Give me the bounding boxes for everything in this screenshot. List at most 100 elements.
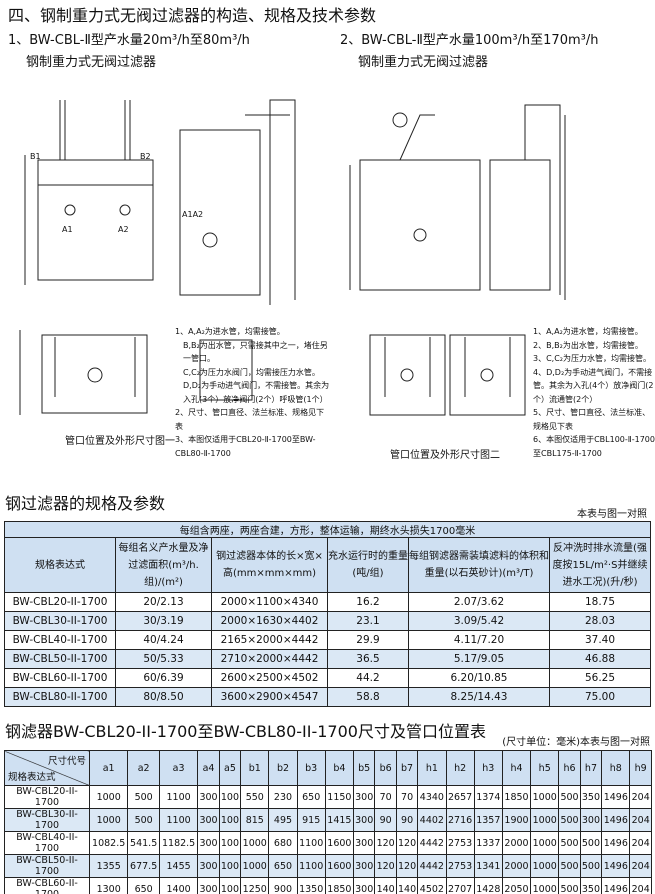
- table-cell: 1182.5: [158, 831, 199, 855]
- table-cell: 2050: [501, 877, 532, 894]
- header-cell: a5: [218, 750, 242, 786]
- header-cell: h3: [473, 750, 503, 786]
- spec-banner: 每组含两座，两座合建，方形，整体运输，期终水头损失1700毫米: [4, 521, 651, 538]
- table-cell: 300: [352, 854, 376, 878]
- figure1-caption: 管口位置及外形尺寸图一: [65, 436, 175, 447]
- header-cell: h1: [417, 750, 447, 786]
- table-cell: 350: [579, 785, 603, 809]
- table-cell: 1100: [158, 808, 199, 832]
- table-cell: 120: [374, 854, 397, 878]
- table-cell: BW-CBL40-II-1700: [4, 831, 90, 855]
- table-cell: 1850: [501, 785, 532, 809]
- table-cell: BW-CBL80-II-1700: [4, 687, 116, 707]
- header-cell: h5: [530, 750, 560, 786]
- header-cell: a4: [197, 750, 220, 786]
- table-cell: 1100: [158, 785, 199, 809]
- table-cell: 1100: [296, 854, 326, 878]
- table-cell: 1300: [88, 877, 129, 894]
- table-cell: 2710×2000×4442: [211, 649, 328, 669]
- table-cell: 4442: [417, 831, 447, 855]
- table-cell: 204: [629, 785, 652, 809]
- table-cell: 204: [629, 831, 652, 855]
- drawing-1-plan: [19, 330, 253, 415]
- table-cell: 75.00: [549, 687, 651, 707]
- table-cell: 1496: [601, 831, 631, 855]
- table-cell: 1374: [473, 785, 503, 809]
- table-cell: 1496: [601, 785, 631, 809]
- table-cell: 300: [197, 877, 220, 894]
- table-cell: 3600×2900×4547: [211, 687, 328, 707]
- header-cell: a3: [158, 750, 199, 786]
- table-cell: 500: [127, 808, 160, 832]
- table-cell: 677.5: [127, 854, 160, 878]
- table-cell: 1496: [601, 808, 631, 832]
- table-cell: 1455: [158, 854, 199, 878]
- table-cell: 37.40: [549, 630, 651, 650]
- table-cell: 1496: [601, 854, 631, 878]
- table-cell: 1357: [473, 808, 503, 832]
- header-cell: h8: [601, 750, 631, 786]
- header-cell: 反冲洗时排水流量(强度按15L/m²·S并继续进水工况)(升/秒): [549, 537, 651, 593]
- table-cell: 2000: [501, 831, 532, 855]
- table-cell: 44.2: [327, 668, 409, 688]
- table-cell: 680: [268, 831, 298, 855]
- label-a2: A2: [118, 225, 129, 234]
- table-cell: 4502: [417, 877, 447, 894]
- header-cell: b4: [324, 750, 354, 786]
- table-cell: 2600×2500×4502: [211, 668, 328, 688]
- table-cell: 500: [558, 831, 581, 855]
- spec-table-title: 钢过滤器的规格及参数: [5, 494, 166, 513]
- table-cell: 8.25/14.43: [408, 687, 550, 707]
- table-cell: 500: [558, 854, 581, 878]
- table-cell: 1341: [473, 854, 503, 878]
- table-cell: BW-CBL60-II-1700: [4, 877, 90, 894]
- table-cell: 1600: [324, 831, 354, 855]
- table-cell: 650: [296, 785, 326, 809]
- table-cell: 50/5.33: [115, 649, 212, 669]
- table-cell: 1496: [601, 877, 631, 894]
- table-cell: 2753: [445, 854, 475, 878]
- table-cell: 23.1: [327, 611, 409, 631]
- spec-table: 每组含两座，两座合建，方形，整体运输，期终水头损失1700毫米 规格表达式 每组…: [4, 521, 651, 707]
- table-cell: 4442: [417, 854, 447, 878]
- table-cell: 230: [268, 785, 298, 809]
- table-cell: 550: [240, 785, 270, 809]
- page-title: 四、钢制重力式无阀过滤器的构造、规格及技术参数: [8, 6, 377, 25]
- table-cell: 90: [374, 808, 397, 832]
- table-cell: BW-CBL20-II-1700: [4, 592, 116, 612]
- table-cell: 120: [395, 831, 419, 855]
- table-cell: 500: [558, 877, 581, 894]
- table-cell: 204: [629, 808, 652, 832]
- table-cell: BW-CBL60-II-1700: [4, 668, 116, 688]
- header-cell: b5: [352, 750, 376, 786]
- table-cell: 140: [374, 877, 397, 894]
- table-cell: 1000: [240, 854, 270, 878]
- header-cell: b6: [374, 750, 397, 786]
- table-cell: 300: [197, 831, 220, 855]
- table-cell: BW-CBL40-II-1700: [4, 630, 116, 650]
- label-a1: A1: [62, 225, 73, 234]
- table-cell: 2000×1630×4402: [211, 611, 328, 631]
- table-cell: 4340: [417, 785, 447, 809]
- table-cell: 30/3.19: [115, 611, 212, 631]
- dim-table-note: (尺寸单位：毫米)本表与图一对照: [502, 737, 650, 748]
- table-cell: 70: [395, 785, 419, 809]
- table-cell: 500: [579, 831, 603, 855]
- header-cell: 充水运行时的重量(吨/组): [327, 537, 409, 593]
- table-cell: 28.03: [549, 611, 651, 631]
- table-cell: 5.17/9.05: [408, 649, 550, 669]
- figure2-caption: 管口位置及外形尺寸图二: [390, 450, 500, 461]
- table-cell: 300: [197, 854, 220, 878]
- header-cell: h4: [501, 750, 532, 786]
- header-cell: h6: [558, 750, 581, 786]
- table-cell: 6.20/10.85: [408, 668, 550, 688]
- table-cell: 1000: [530, 831, 560, 855]
- table-cell: 100: [218, 808, 242, 832]
- table-cell: 2657: [445, 785, 475, 809]
